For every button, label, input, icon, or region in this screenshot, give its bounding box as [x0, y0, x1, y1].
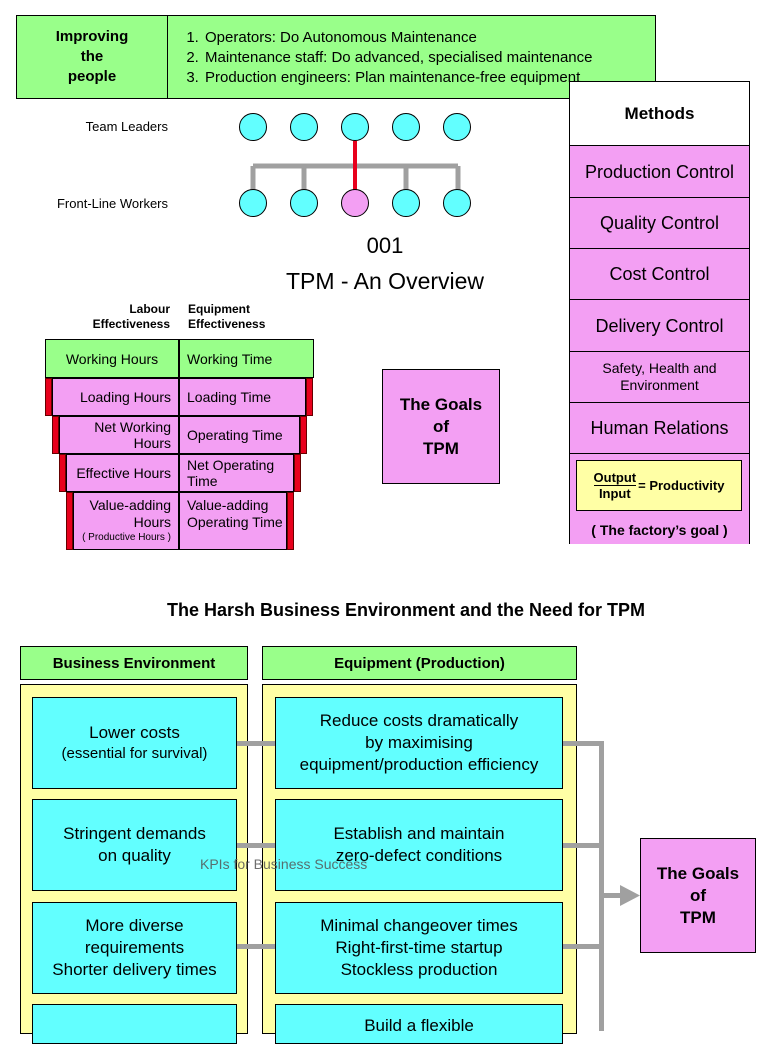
connector-line — [599, 893, 624, 898]
page-number: 001 — [366, 233, 404, 258]
team-leaders-label: Team Leaders — [85, 119, 168, 134]
list-item: Production engineers: Plan maintenance-f… — [203, 68, 592, 88]
team-leader-node — [239, 113, 267, 141]
labour-effectiveness-header: Labour Effectiveness — [92, 302, 170, 331]
improving-people-label: Improving the people — [17, 16, 168, 98]
team-leader-node — [392, 113, 420, 141]
equip-item-changeover: Minimal changeover times Right-first-tim… — [275, 902, 563, 994]
team-leader-node — [341, 113, 369, 141]
env-item-diverse-requirements: More diverse requirements Shorter delive… — [32, 902, 237, 994]
improving-people-box: Improving the people Operators: Do Auton… — [16, 15, 656, 99]
equipment-effectiveness-header: Equipment Effectiveness — [188, 302, 266, 331]
connector-line — [562, 741, 604, 746]
goals-of-tpm-box-bottom: The Goals of TPM — [640, 838, 756, 953]
section-title: The Harsh Business Environment and the N… — [166, 600, 646, 620]
methods-header: Methods — [624, 103, 695, 123]
connector-line — [562, 944, 604, 949]
table-row: Net Working Hours Operating Time — [59, 416, 300, 454]
method-safety-health-environment: Safety, Health and Environment — [570, 351, 749, 402]
table-row: Loading Hours Loading Time — [52, 378, 306, 416]
equip-item-flexible: Build a flexible — [275, 1004, 563, 1044]
factory-goal-cell: Output Input = Productivity ( The factor… — [570, 453, 749, 544]
loss-bar — [66, 492, 73, 550]
connector-line — [562, 843, 604, 848]
env-item-lower-costs: Lower costs (essential for survival) — [32, 697, 237, 789]
loss-bar — [294, 454, 301, 492]
arrow-right-icon — [620, 885, 640, 906]
equipment-production-header: Equipment (Production) — [262, 646, 577, 680]
worker-node-highlighted — [341, 189, 369, 217]
connector-line — [236, 944, 276, 949]
method-cost-control: Cost Control — [570, 248, 749, 300]
list-item: Operators: Do Autonomous Maintenance — [203, 28, 592, 48]
loss-bar — [59, 454, 66, 492]
business-environment-header: Business Environment — [20, 646, 248, 680]
method-quality-control: Quality Control — [570, 197, 749, 249]
connector-line — [236, 741, 276, 746]
equip-item-reduce-costs: Reduce costs dramatically by maximising … — [275, 697, 563, 789]
connector-line — [599, 741, 604, 1031]
methods-panel: Methods Production Control Quality Contr… — [569, 81, 750, 544]
worker-node — [290, 189, 318, 217]
env-item-partial — [32, 1004, 237, 1044]
loss-bar — [300, 416, 307, 454]
method-delivery-control: Delivery Control — [570, 299, 749, 352]
table-row: Effective Hours Net Operating Time — [66, 454, 294, 492]
worker-node — [443, 189, 471, 217]
team-leader-node — [443, 113, 471, 141]
factory-goal-label: ( The factory’s goal ) — [591, 522, 728, 538]
goals-of-tpm-box: The Goals of TPM — [382, 369, 500, 484]
front-line-workers-label: Front-Line Workers — [56, 196, 168, 211]
table-row: Working Hours Working Time — [45, 339, 314, 378]
loss-bar — [287, 492, 294, 550]
connector-line — [236, 843, 276, 848]
env-item-quality: Stringent demands on quality — [32, 799, 237, 891]
list-item: Maintenance staff: Do advanced, speciali… — [203, 48, 592, 68]
org-chart-lines — [250, 141, 461, 190]
worker-node — [392, 189, 420, 217]
page-title: TPM - An Overview — [285, 268, 485, 294]
improvement-list: Operators: Do Autonomous Maintenance Mai… — [177, 28, 592, 88]
table-row: Value-adding Hours ( Productive Hours ) … — [73, 492, 287, 550]
loss-bar — [306, 378, 313, 416]
team-leader-node — [290, 113, 318, 141]
productivity-formula: Output Input = Productivity — [576, 460, 742, 511]
worker-node — [239, 189, 267, 217]
method-human-relations: Human Relations — [570, 402, 749, 454]
loss-bar — [45, 378, 52, 416]
method-production-control: Production Control — [570, 145, 749, 198]
equip-item-zero-defect: Establish and maintain zero-defect condi… — [275, 799, 563, 891]
loss-bar — [52, 416, 59, 454]
watermark-text: KPIs for Business Success — [200, 856, 368, 872]
